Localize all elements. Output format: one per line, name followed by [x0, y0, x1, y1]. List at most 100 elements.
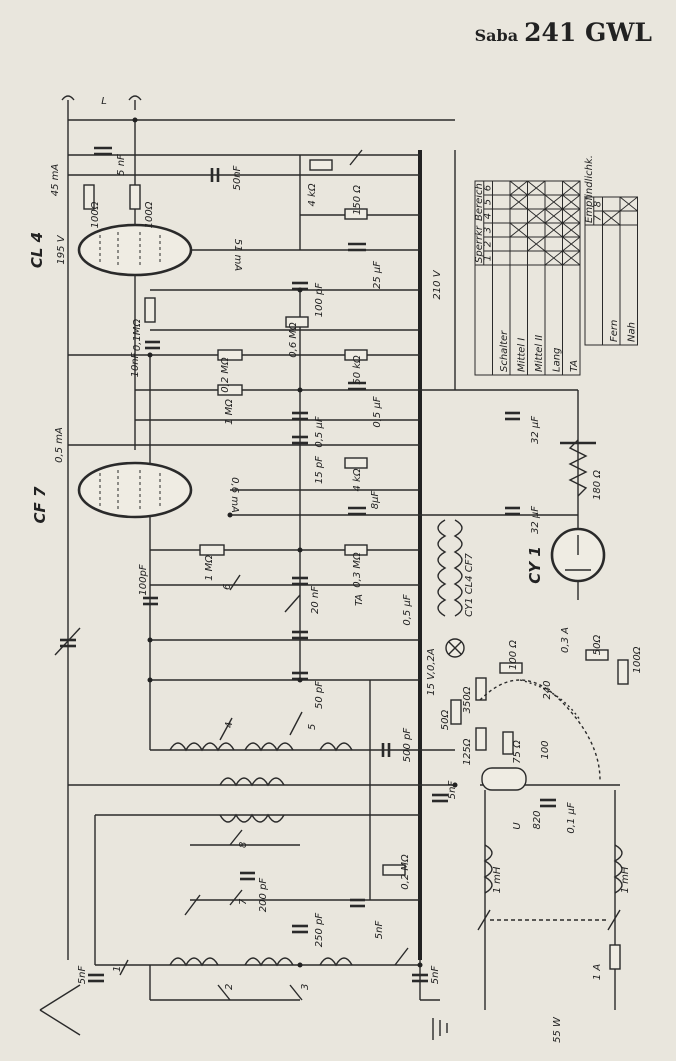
cap-5nf-top: 5 nF	[116, 154, 127, 176]
tube-label-cf7: CF 7	[31, 486, 49, 523]
cap-20nf: 20 nF	[310, 586, 321, 614]
tap-100: 100	[540, 740, 551, 759]
cap-32uf-a: 32 µF	[530, 416, 541, 444]
voltage-label-210v: 210 V	[432, 269, 443, 299]
tap-240: 240	[542, 680, 553, 699]
current-label-05ma: 0,5 mA	[54, 427, 65, 463]
table-header: Bereich	[474, 183, 485, 221]
ta-label: TA	[354, 594, 365, 606]
choke-label-2: 1 mH	[620, 866, 631, 893]
table-column-number: 8	[593, 201, 604, 207]
table-cross-mark	[544, 194, 563, 210]
res-100-c: 100 Ω	[508, 640, 519, 670]
cap-100pf-2: 100pF	[138, 564, 149, 595]
page-title: Saba 241 GWL	[475, 18, 652, 47]
table-cross-mark	[562, 194, 581, 210]
table-cross-mark	[602, 210, 621, 226]
res-350: 350Ω	[462, 686, 473, 713]
table-cross-mark	[562, 208, 581, 224]
table-row-label: Mittel I	[517, 338, 528, 372]
current-label-06ma: 0,6 mA	[229, 477, 240, 513]
table-row-label: Mittel II	[534, 335, 545, 372]
table-row-label: Lang	[552, 348, 563, 372]
power-label: 55 W	[552, 1016, 563, 1043]
switch-number: 8	[238, 842, 249, 848]
voltage-label-195v: 195 V	[56, 234, 67, 264]
tube-label-cy1: CY 1	[526, 546, 544, 584]
tube-string-label: CY1 CL4 CF7	[464, 552, 475, 616]
res-50k: 50 kΩ	[352, 355, 363, 385]
table-cross-mark	[527, 180, 546, 196]
cap-50pf: 50 pF	[314, 681, 325, 709]
table-cross-mark	[562, 236, 581, 252]
res-100-b: 100Ω	[144, 201, 155, 228]
tube-cl4	[77, 223, 193, 277]
res-4k: 4 kΩ	[307, 183, 318, 206]
table-cross-mark	[544, 208, 563, 224]
switch-number: 6	[222, 584, 233, 590]
res-820: 820	[532, 810, 543, 829]
table-cross-mark	[619, 196, 638, 212]
tube-label-cl4: CL 4	[28, 232, 46, 268]
cap-5nf-mid: 5nF	[447, 781, 458, 800]
cap-500pf: 500 pF	[402, 728, 413, 763]
res-1m: 1 MΩ	[224, 399, 235, 425]
table-row-label: Fern	[609, 320, 620, 342]
cap-200pf: 200 pF	[258, 878, 269, 913]
res-125: 125Ω	[462, 738, 473, 765]
res-150: 150 Ω	[352, 185, 363, 215]
cap-32uf-b: 32 µF	[530, 506, 541, 534]
pilot-lamp-label: 15 V,0,2A	[426, 648, 437, 696]
cap-05uf-c: 0,5 µF	[402, 594, 413, 625]
switch-number: 1	[112, 966, 123, 972]
res-50-b: 50Ω	[592, 634, 603, 655]
cap-100pf: 100 pF	[314, 283, 325, 318]
cap-15pf: 15 pF	[314, 456, 325, 484]
res-06m: 0,6 MΩ	[288, 322, 299, 358]
coil-label-l: L	[101, 96, 107, 107]
switch-number: 2	[224, 984, 235, 990]
switch-number: 4	[224, 722, 235, 728]
switch-number: 5	[307, 724, 318, 730]
table-column-number: 4	[483, 213, 494, 219]
table-cross-mark	[544, 222, 563, 238]
cap-10nf: 10nF	[130, 352, 141, 377]
table-cross-mark	[562, 180, 581, 196]
table-row-label: Nah	[627, 322, 638, 342]
switch-number: 3	[300, 984, 311, 990]
model-label: 241 GWL	[524, 18, 652, 47]
res-75: 75 Ω	[512, 740, 523, 764]
fuse-03-label: 0,3 A	[560, 627, 571, 653]
table-cross-mark	[527, 236, 546, 252]
cap-01uf: 0,1 µF	[566, 802, 577, 833]
table-cross-mark	[562, 250, 581, 266]
table-column-number: 3	[483, 227, 494, 233]
table-column-number: 2	[483, 241, 494, 247]
u-label: U	[512, 822, 523, 830]
brand-label: Saba	[474, 26, 519, 45]
table-cross-mark	[562, 222, 581, 238]
cap-250pf: 250 pF	[314, 913, 325, 948]
res-100-a: 100Ω	[90, 201, 101, 228]
cap-05uf-b: 0,5 µF	[372, 396, 383, 427]
cap-25uf: 25 µF	[372, 261, 383, 289]
table-cross-mark	[509, 180, 528, 196]
res-1m-2: 1 MΩ	[204, 555, 215, 581]
cap-5nf-r: 5nF	[374, 921, 385, 940]
res-100-d: 100Ω	[632, 646, 643, 673]
choke-label-1: 1 mH	[492, 866, 503, 893]
table-cross-mark	[509, 194, 528, 210]
res-02m-2: 0,2 MΩ	[400, 854, 411, 890]
switch-number: 7	[238, 898, 249, 905]
table-column-number: 5	[483, 199, 494, 205]
cap-50nf: 50nF	[232, 165, 243, 190]
cap-05uf-a: 0,5 µF	[314, 416, 325, 447]
tube-cf7	[77, 461, 193, 519]
cap-5nf-b: 5nF	[430, 966, 441, 985]
res-01m: 0,1MΩ	[132, 319, 143, 352]
res-50: 50Ω	[440, 709, 451, 730]
